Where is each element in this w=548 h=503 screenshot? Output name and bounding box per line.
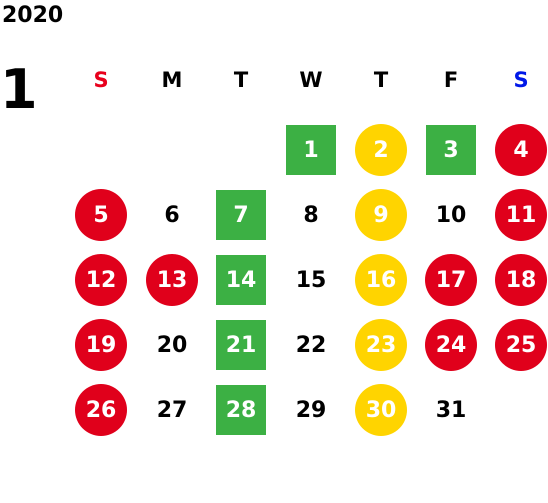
day-cell: 18 (495, 254, 547, 306)
weekday-label: T (233, 68, 249, 92)
day-cell: 23 (355, 319, 407, 371)
day-cell: 3 (426, 125, 476, 175)
day-cell: 31 (435, 397, 467, 423)
weekday-label: S (93, 68, 109, 92)
day-cell: 24 (425, 319, 477, 371)
day-cell: 29 (295, 397, 327, 423)
day-cell: 21 (216, 320, 266, 370)
day-cell: 19 (75, 319, 127, 371)
day-cell: 17 (425, 254, 477, 306)
day-cell: 30 (355, 384, 407, 436)
day-cell: 2 (355, 124, 407, 176)
day-cell: 12 (75, 254, 127, 306)
day-cell: 11 (495, 189, 547, 241)
day-cell: 27 (156, 397, 188, 423)
month-number: 1 (0, 58, 38, 121)
weekday-label: F (443, 68, 459, 92)
year-label: 2020 (2, 3, 64, 28)
day-cell: 25 (495, 319, 547, 371)
weekday-label: S (513, 68, 529, 92)
day-cell: 15 (295, 267, 327, 293)
day-cell: 13 (146, 254, 198, 306)
weekday-label: T (373, 68, 389, 92)
day-cell: 7 (216, 190, 266, 240)
day-cell: 6 (164, 202, 180, 228)
day-cell: 1 (286, 125, 336, 175)
day-cell: 28 (216, 385, 266, 435)
day-cell: 22 (295, 332, 327, 358)
day-cell: 16 (355, 254, 407, 306)
day-cell: 20 (156, 332, 188, 358)
weekday-label: M (161, 68, 183, 92)
day-cell: 5 (75, 189, 127, 241)
day-cell: 14 (216, 255, 266, 305)
day-cell: 26 (75, 384, 127, 436)
day-cell: 8 (303, 202, 319, 228)
day-cell: 4 (495, 124, 547, 176)
weekday-label: W (299, 68, 323, 92)
day-cell: 9 (355, 189, 407, 241)
day-cell: 10 (435, 202, 467, 228)
